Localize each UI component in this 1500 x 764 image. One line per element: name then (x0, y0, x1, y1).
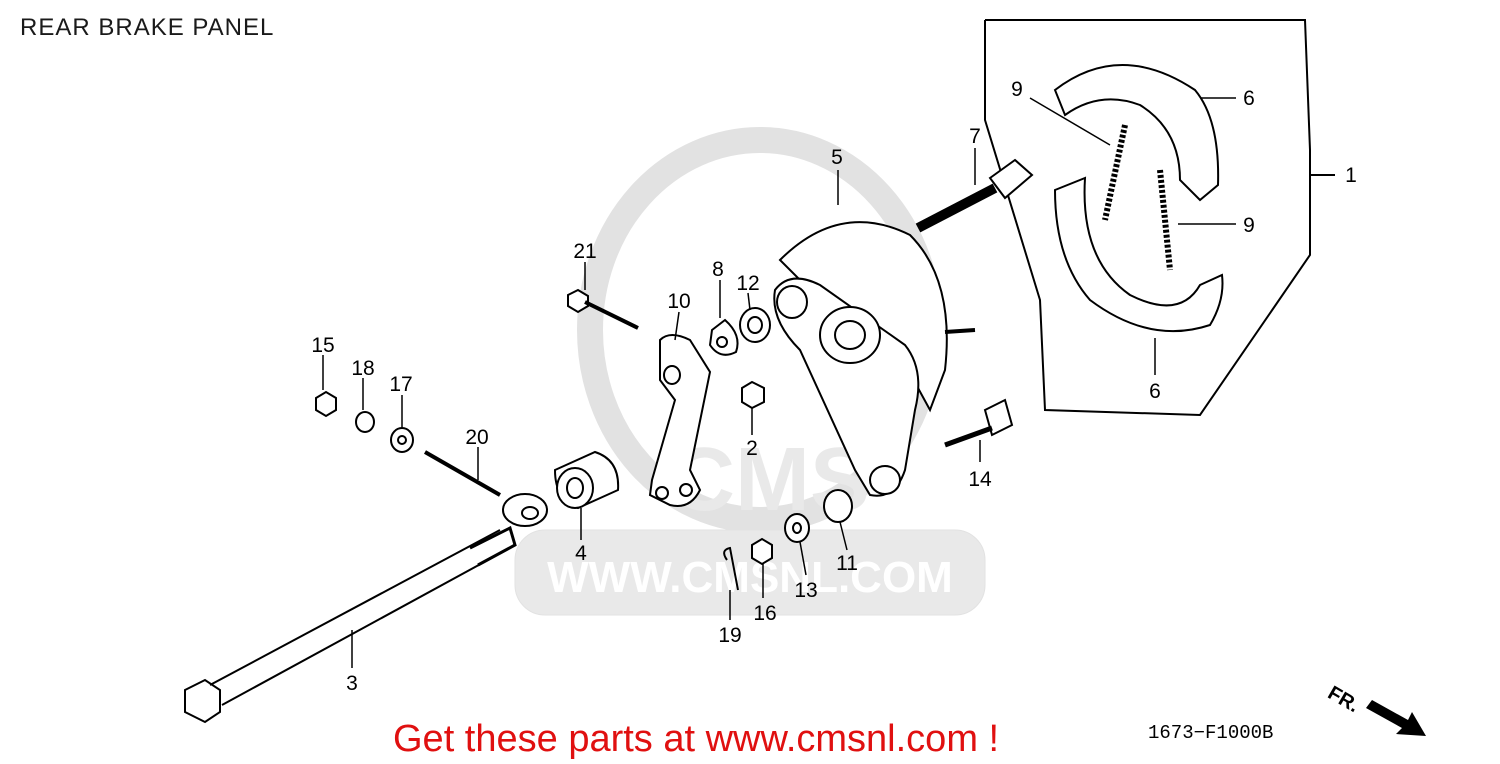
diagram-code: 1673−F1000B (1148, 722, 1274, 744)
callout-15: 15 (311, 334, 334, 357)
callout-11: 11 (836, 552, 858, 575)
diagram-title: REAR BRAKE PANEL (20, 14, 275, 41)
part-17-washer (390, 427, 414, 453)
part-4-collar (553, 450, 620, 510)
part-3-axle (184, 525, 517, 724)
part-11-washer (823, 489, 853, 523)
callout-labels: 1 2 3 4 5 6 6 7 8 9 9 10 11 12 13 14 15 … (311, 78, 1357, 695)
part-8-indicator (708, 318, 739, 356)
callout-10: 10 (667, 290, 690, 313)
part-19-cotter-pin (723, 546, 739, 591)
callout-14: 14 (968, 468, 992, 491)
callout-9: 9 (1243, 214, 1255, 237)
part-2-nut (741, 380, 765, 410)
callout-4: 4 (575, 542, 587, 565)
promo-link-text[interactable]: Get these parts at www.cmsnl.com ! (393, 718, 1000, 760)
callout-12: 12 (736, 272, 759, 295)
callout-17: 17 (389, 373, 412, 396)
callout-16: 16 (753, 602, 776, 625)
part-21-bolt (567, 288, 639, 330)
part-7-cam (915, 158, 1034, 233)
part-20-adjuster (424, 450, 548, 527)
callout-21: 21 (573, 240, 596, 263)
part-15-nut (315, 390, 337, 418)
part-5-brake-panel (773, 221, 976, 497)
part-12-seal (739, 307, 771, 343)
callout-7: 7 (969, 125, 981, 148)
callout-19: 19 (718, 624, 741, 647)
callout-20: 20 (465, 426, 488, 449)
part-10-brake-arm (648, 334, 712, 507)
part-13-washer (784, 513, 810, 543)
callout-18: 18 (351, 357, 374, 380)
part-9-spring-upper (1102, 124, 1128, 221)
part-6-brake-shoe-upper (1053, 64, 1220, 202)
callout-1: 1 (1345, 164, 1357, 187)
part-16-nut (751, 537, 773, 566)
callout-6: 6 (1243, 87, 1255, 110)
callout-8: 8 (712, 258, 724, 281)
callout-13: 13 (794, 579, 817, 602)
callout-5: 5 (831, 146, 843, 169)
part-9-spring-lower (1157, 169, 1173, 271)
callout-2: 2 (746, 437, 758, 460)
front-direction-arrow-icon (1366, 700, 1426, 736)
watermark-site: WWW.CMSNL.COM (547, 553, 953, 602)
callout-9: 9 (1011, 78, 1023, 101)
callout-3: 3 (346, 672, 358, 695)
part-6-brake-shoe-lower (1053, 176, 1224, 333)
part-18-washer (355, 411, 375, 433)
part-14-bolt (944, 398, 1014, 448)
leader-lines (322, 97, 1236, 668)
callout-6: 6 (1149, 380, 1161, 403)
